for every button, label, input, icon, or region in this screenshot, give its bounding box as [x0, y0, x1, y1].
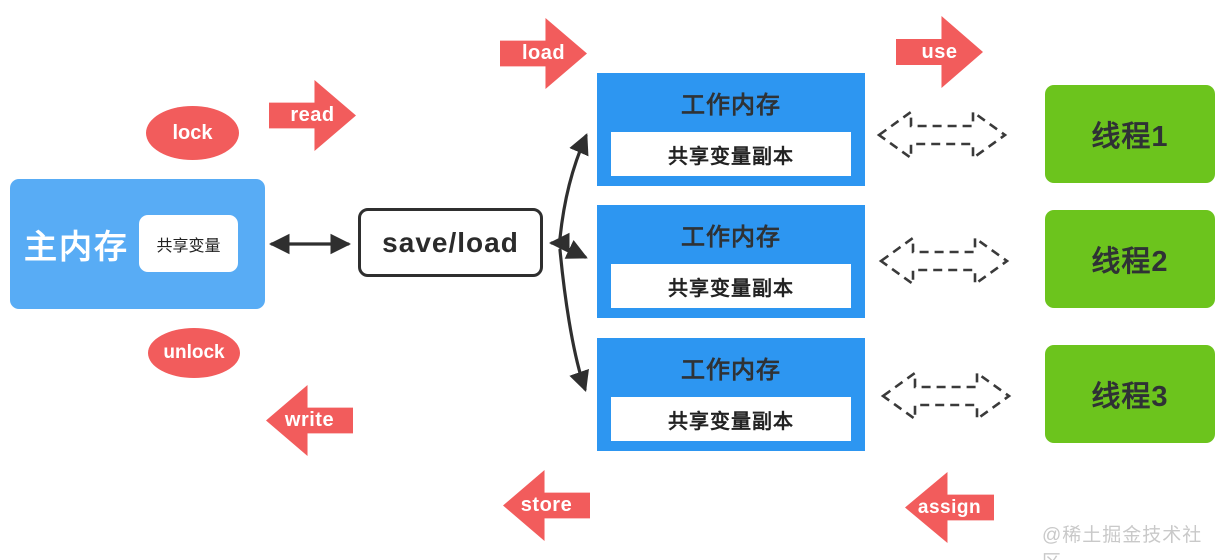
left-arrow-shape	[266, 384, 353, 457]
dashed-double-arrow-2	[878, 235, 1010, 287]
shared-variable-copy-box: 共享变量副本	[611, 132, 851, 176]
right-arrow-shape	[500, 17, 587, 90]
working-memory-title: 工作内存	[681, 92, 781, 119]
assign-arrow: assign	[905, 467, 994, 548]
thread-label: 线程3	[1091, 381, 1169, 413]
thread-box-3: 线程3	[1045, 345, 1215, 443]
saveload-label: save/load	[382, 226, 519, 258]
lock-label: lock	[172, 121, 213, 144]
assign-arrow-label: assign	[917, 496, 982, 518]
use-arrow-label: use	[921, 40, 958, 63]
thread-label: 线程1	[1091, 121, 1169, 153]
working-memory-box-3: 工作内存 共享变量副本	[597, 338, 865, 451]
fan-curve-bottom	[558, 248, 589, 392]
store-arrow-label: store	[520, 494, 573, 516]
use-arrow: use	[896, 11, 983, 93]
load-arrow-label: load	[521, 42, 566, 64]
shared-variable-copy-label: 共享变量副本	[668, 145, 794, 168]
working-memory-box-2: 工作内存 共享变量副本	[597, 205, 865, 318]
thread-box-1: 线程1	[1045, 85, 1215, 183]
unlock-operation-badge: unlock	[148, 328, 240, 378]
left-arrow-shape	[503, 469, 590, 542]
shared-variable-copy-box: 共享变量副本	[611, 397, 851, 441]
store-arrow: store	[503, 465, 590, 546]
working-memory-title: 工作内存	[681, 224, 781, 251]
unlock-label: unlock	[163, 342, 225, 363]
dashed-double-arrow-1	[876, 109, 1008, 161]
right-arrow-shape	[896, 16, 983, 88]
dashed-double-arrow-3	[880, 370, 1012, 422]
shared-variable-label: 共享变量	[156, 237, 221, 255]
left-arrow-shape	[905, 471, 994, 544]
working-memory-box-1: 工作内存 共享变量副本	[597, 73, 865, 186]
read-arrow: read	[269, 75, 356, 156]
load-arrow: load	[500, 13, 587, 94]
lock-operation-badge: lock	[146, 106, 239, 160]
working-memory-title: 工作内存	[681, 357, 781, 384]
fan-line-middle	[560, 239, 588, 259]
thread-box-2: 线程2	[1045, 210, 1215, 308]
read-arrow-label: read	[290, 104, 335, 126]
shared-variable-box: 共享变量	[139, 215, 238, 272]
write-arrow: write	[266, 380, 353, 461]
watermark: @稀土掘金技术社区	[1042, 525, 1203, 560]
saveload-box: save/load	[358, 208, 543, 277]
thread-label: 线程2	[1091, 246, 1169, 278]
shared-variable-copy-label: 共享变量副本	[668, 277, 794, 300]
fan-curve-top	[558, 133, 589, 240]
shared-variable-copy-box: 共享变量副本	[611, 264, 851, 308]
main-memory-box: 主内存 共享变量	[10, 179, 265, 309]
shared-variable-copy-label: 共享变量副本	[668, 410, 794, 433]
right-arrow-shape	[269, 79, 356, 152]
main-memory-label: 主内存	[24, 228, 129, 265]
write-arrow-label: write	[284, 409, 335, 431]
